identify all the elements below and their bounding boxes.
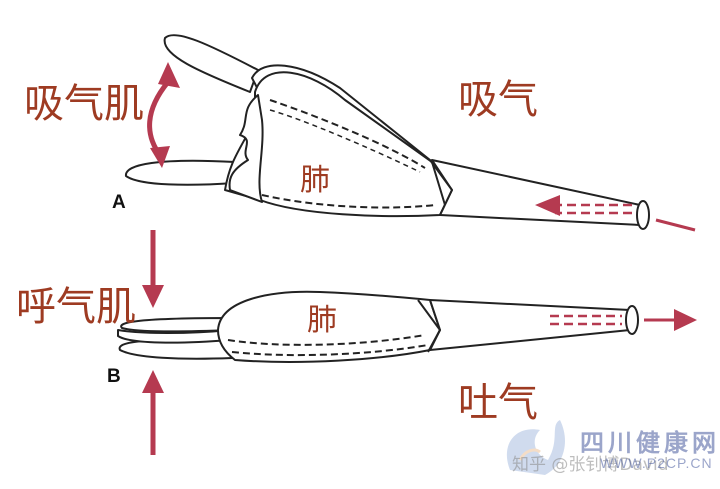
bellows-body (224, 71, 446, 218)
nozzle-b (429, 299, 631, 351)
upper-handle-b (120, 317, 233, 333)
nozzle-tip-b (625, 305, 639, 335)
nozzle-tip (636, 200, 650, 230)
bellows-exhale (117, 290, 639, 363)
lung-label-bottom: 肺 (307, 303, 337, 338)
collar (429, 159, 453, 216)
inhale-label: 吸气 (458, 77, 538, 123)
lung-label-top: 肺 (300, 163, 330, 198)
exhale-label: 吐气 (458, 380, 538, 426)
expiratory-motion-arrows (142, 230, 164, 455)
expiratory-muscle-label: 呼气肌 (16, 284, 136, 330)
watermark-logo (506, 420, 565, 475)
watermark-url: WWW.P2CP.CN (600, 455, 713, 471)
watermark-zhihu-user: 知乎 @张钊博David (512, 455, 669, 475)
inspiratory-muscle-label: 吸气肌 (24, 81, 144, 127)
bellows-folds (228, 94, 264, 203)
inhale-airflow-arrow (535, 195, 696, 232)
bellows-inhale (124, 34, 650, 230)
lower-handle (124, 159, 236, 186)
panel-b-label: B (107, 366, 121, 387)
inspiratory-motion-arrow (147, 62, 180, 168)
upper-handle (163, 34, 259, 93)
watermark-site-name: 四川健康网 (580, 429, 720, 457)
exhale-airflow-arrow (550, 309, 697, 331)
panel-a-label: A (112, 192, 126, 213)
nozzle (431, 159, 641, 226)
